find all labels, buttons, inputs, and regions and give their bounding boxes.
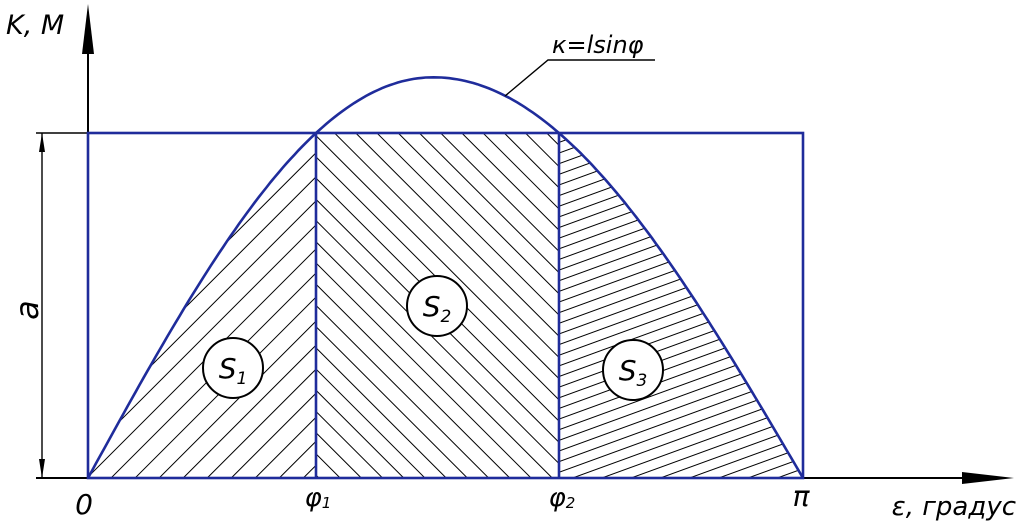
bounding-rectangle [86,131,805,480]
tick-pi: π [793,480,811,513]
region-s3-sub: 3 [636,371,647,391]
region-s1-hatching [88,133,316,478]
tick-phi1: φ1 [305,483,332,513]
region-s3-hatching [559,133,803,478]
tick-phi1-main: φ [305,483,322,513]
dimension-label: a [8,300,46,320]
region-s1-marker: S1 [202,337,264,399]
region-s1-circle [202,337,264,399]
tick-phi2-sub: 2 [566,494,576,512]
region-s3-label: S3 [619,354,648,391]
dimension-arrow-top [39,133,45,152]
y-axis-arrow [82,4,94,54]
x-axis-arrow [962,472,1014,484]
region-s1-main: S [219,352,237,385]
sine-curve [86,75,805,479]
region-s2-circle [406,275,468,337]
tick-phi1-sub: 1 [322,494,332,512]
tick-phi2: φ2 [549,483,576,513]
x-axis-label: ε, градус [892,492,1016,522]
tick-origin: 0 [75,488,93,521]
curve-label-leader [504,59,655,97]
region-s1-sub: 1 [236,369,247,389]
y-axis-label: K, M [6,10,64,41]
region-s2-marker: S2 [406,275,468,337]
curve-label: к=lsinφ [552,31,644,59]
tick-phi2-main: φ [549,483,566,513]
region-s2-sub: 2 [440,307,451,327]
region-s2-main: S [423,290,441,323]
dimension-arrow-bottom [39,459,45,478]
region-s3-marker: S3 [602,339,664,401]
region-s3-circle [602,339,664,401]
region-s1-label: S1 [219,352,248,389]
region-s3-main: S [619,354,637,387]
region-s2-label: S2 [423,290,452,327]
